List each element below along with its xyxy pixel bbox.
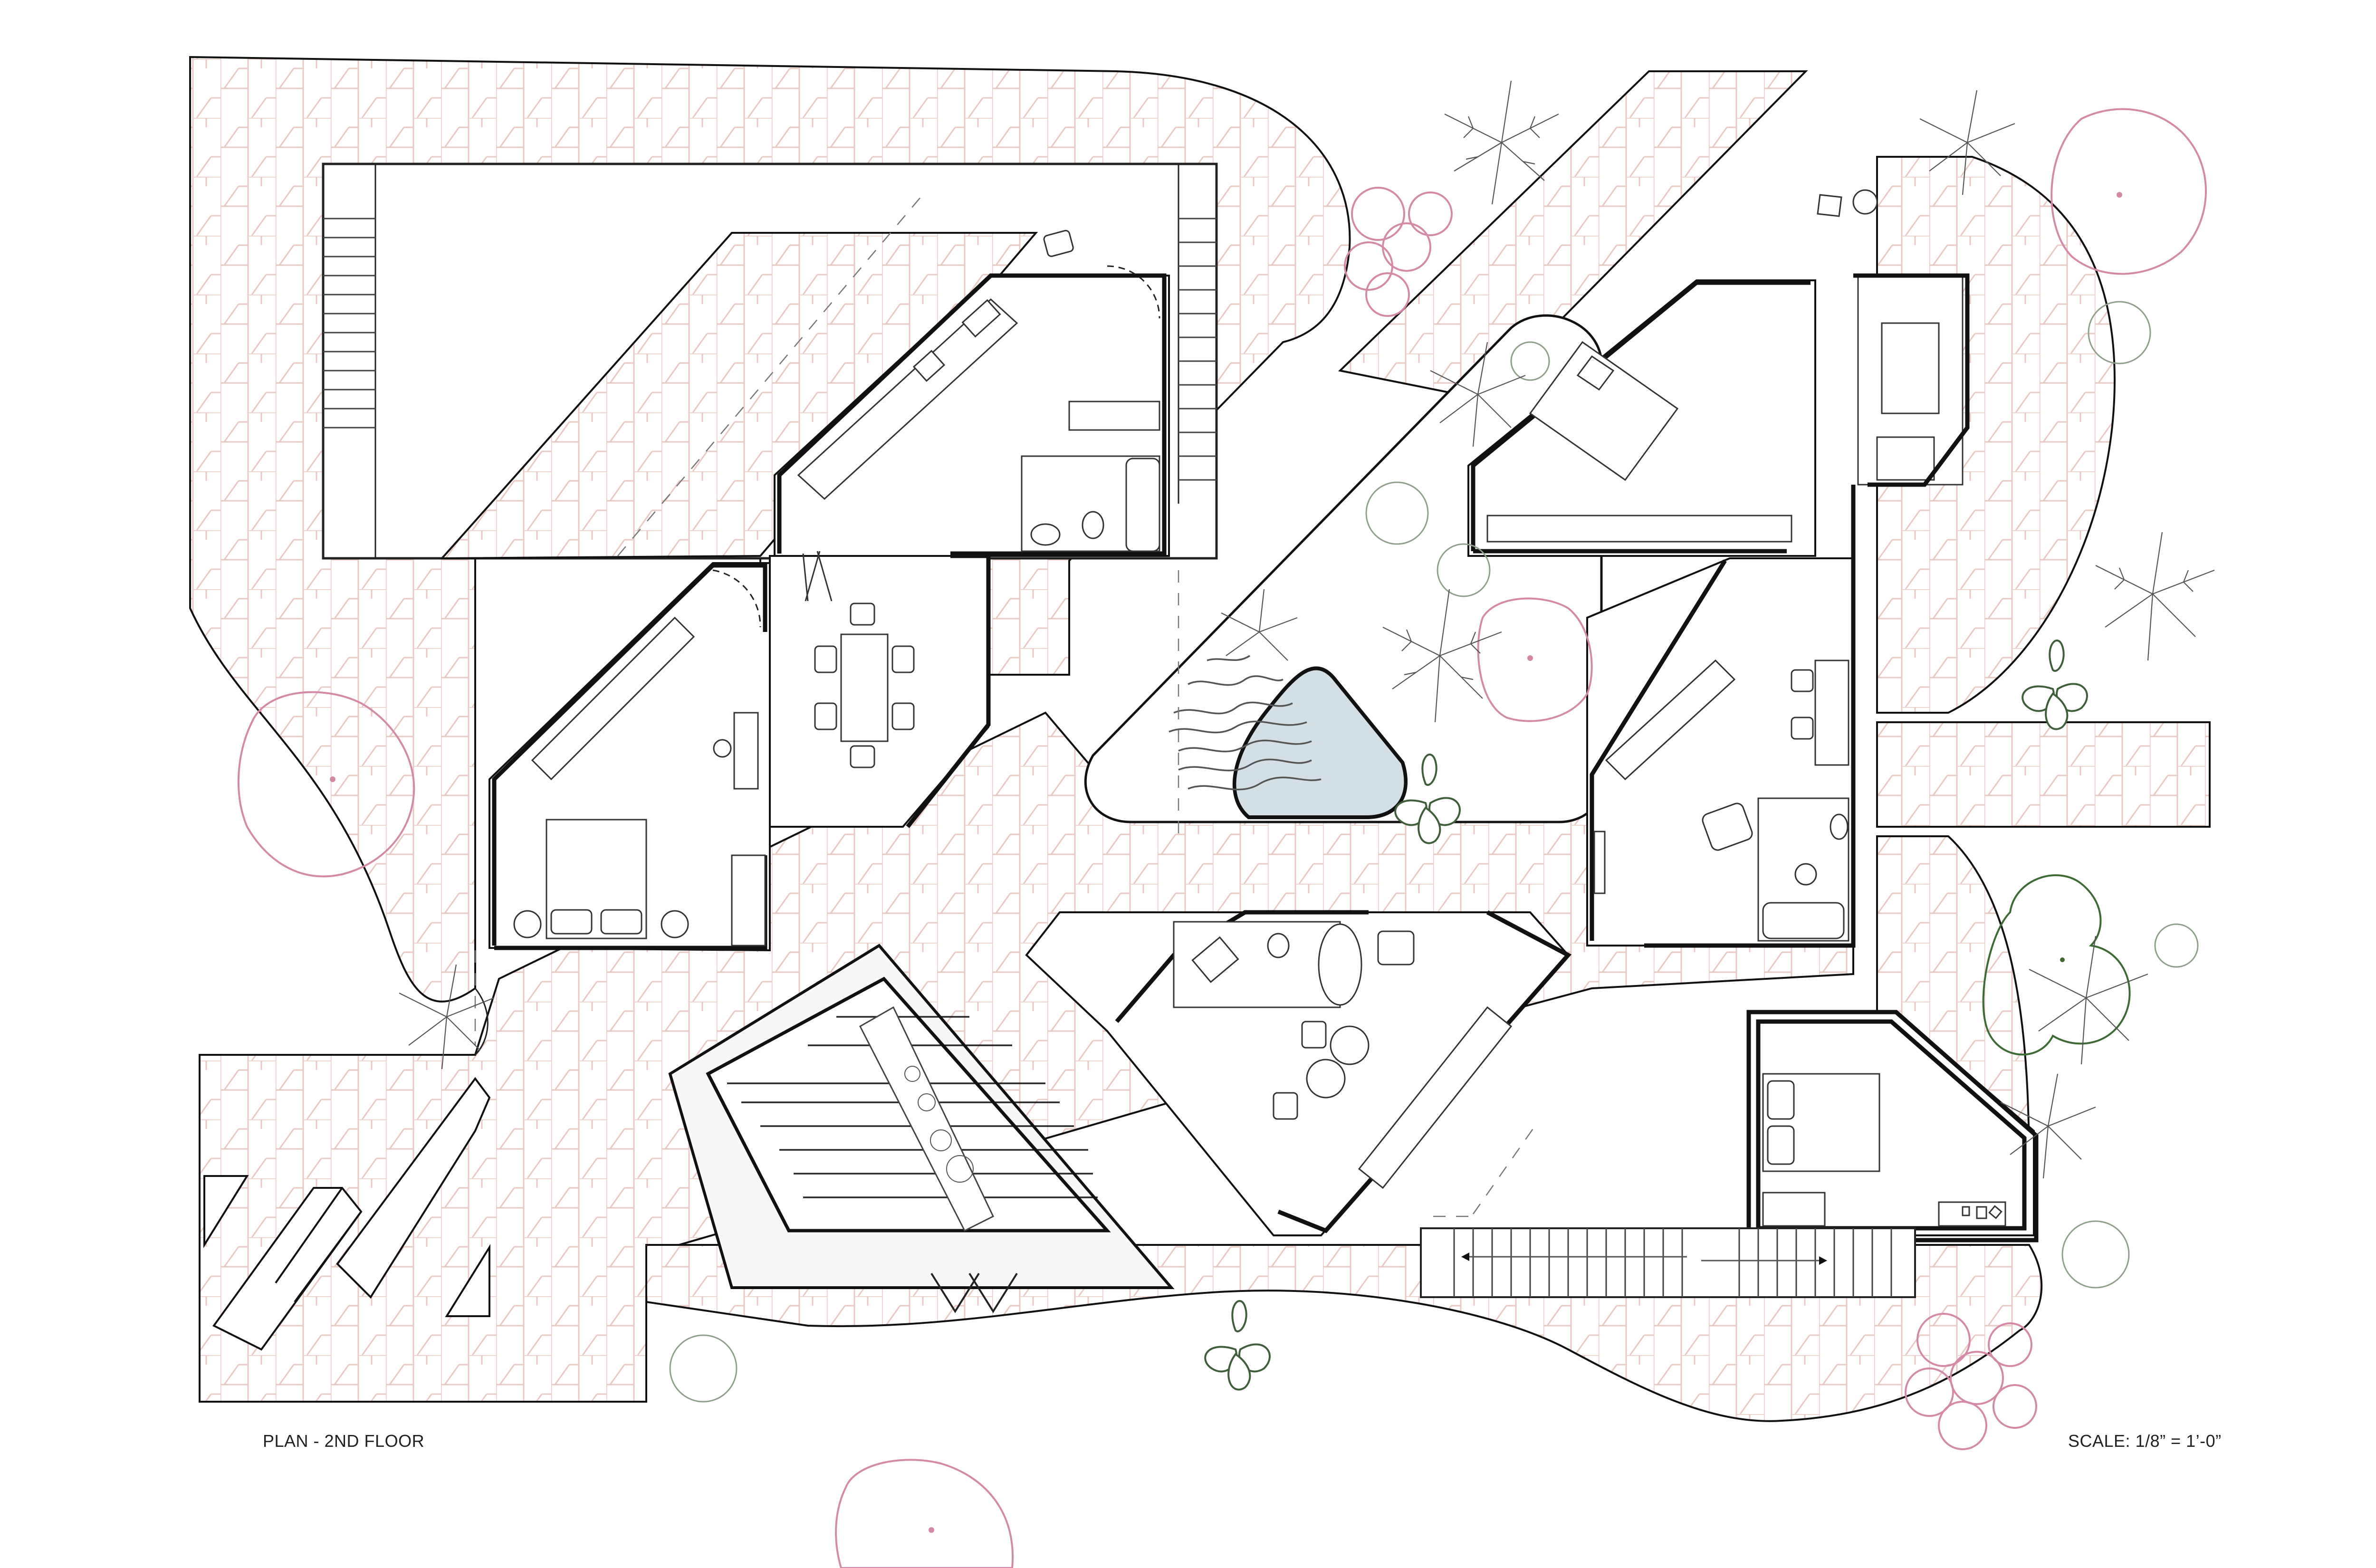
fern-courtyard: [1382, 589, 1502, 723]
kitchen-counter-north: [797, 298, 1018, 500]
bedroom-unit-southeast: [1746, 1010, 2039, 1243]
kitchen-unit-east: [1586, 485, 1856, 948]
leafy-plant-east: [2022, 640, 2088, 730]
cafe-chair-2: [1301, 1021, 1327, 1049]
fern-northeast: [1919, 90, 2015, 195]
desk-ne: [1486, 515, 1792, 543]
stair-south-bidirectional: [1420, 1126, 1916, 1298]
closet-west: [731, 854, 766, 947]
outdoor-benches-southwest: [203, 1077, 491, 1351]
kitchenette-counter-west: [531, 616, 695, 781]
closet-se: [1762, 1192, 1826, 1227]
fern-southeast: [2029, 936, 2148, 1065]
tree-pink-northeast: [2050, 108, 2207, 275]
side-table-ne: [1852, 189, 1878, 215]
side-table-west-2: [661, 910, 689, 938]
oval-tub: [1318, 923, 1362, 1006]
leafy-plant-pool: [1394, 754, 1461, 844]
stair-north-west: [323, 218, 375, 429]
bathtub-east: [1762, 902, 1845, 939]
bedroom-unit-west: [489, 562, 771, 952]
bathroom-east: [1757, 797, 1849, 942]
wall-panel-east: [1593, 831, 1606, 894]
sink: [1030, 523, 1061, 546]
desk-se: [1938, 1201, 2006, 1227]
bedroom-unit-northeast: [1467, 189, 1970, 557]
dining-chair-w1: [814, 645, 837, 673]
leafy-plant-south: [1204, 1300, 1271, 1391]
dining-chair-s: [850, 745, 875, 768]
fern-east: [2095, 532, 2215, 661]
fern-plants: [399, 80, 2215, 1179]
fern-courtyard-west: [1430, 342, 1526, 447]
dining-chair-e2: [891, 702, 915, 730]
toilet: [1082, 511, 1104, 539]
stool-east-2: [1791, 717, 1814, 740]
tree-pink-west: [237, 691, 415, 878]
folding-door: [802, 551, 833, 602]
sink-south: [1191, 936, 1239, 983]
bed-northeast: [1529, 341, 1679, 481]
fern-pool-corner: [1221, 589, 1298, 661]
fern-north: [1444, 80, 1559, 205]
bathroom-south: [1173, 921, 1362, 1008]
tree-grey-east: [669, 301, 2199, 1403]
bed-southeast: [1762, 1073, 1880, 1172]
fern-southwest: [399, 964, 495, 1070]
stool-north: [1043, 229, 1074, 257]
dining-table: [840, 633, 889, 742]
desk-west: [733, 712, 759, 790]
tree-pink-courtyard: [1477, 597, 1593, 722]
kitchen-counter-south: [1358, 1006, 1513, 1189]
tree-pink-north-cluster: [1344, 187, 1453, 317]
dining-chair-n: [850, 602, 875, 626]
garden-path: [859, 1006, 994, 1232]
tree-pink-south-cluster: [1905, 1313, 2037, 1450]
dining-chair-w2: [814, 702, 837, 730]
fern-southeast-lower: [2000, 1073, 2096, 1179]
toilet-east: [1794, 863, 1817, 886]
courtyard-pool: [1084, 314, 1603, 836]
desk-chair-west: [713, 739, 732, 758]
stool-east-1: [1791, 669, 1814, 692]
bath-kitchen-unit-south: [1025, 910, 1572, 1236]
kitchen-bath-unit-north: [774, 229, 1170, 557]
toilet-south: [1267, 933, 1290, 958]
tree-pink-bottom: [835, 1459, 1014, 1568]
tree-grey-north-courtyard: [1365, 341, 1550, 597]
cafe-table-2: [1330, 1025, 1370, 1065]
bed-west: [546, 819, 647, 939]
drawing-title: PLAN - 2ND FLOOR: [263, 1431, 425, 1451]
drawing-scale: SCALE: 1/8” = 1’-0”: [2068, 1431, 2222, 1451]
bar-counter-east: [1814, 660, 1849, 766]
kitchen-counter-east: [1605, 659, 1736, 781]
side-table-west-1: [513, 910, 542, 938]
stool-south-1: [1377, 930, 1415, 966]
cafe-table-1: [1306, 1059, 1346, 1099]
sunken-garden: [668, 944, 1175, 1313]
bathroom-north: [1021, 455, 1160, 552]
pool-contours: [1169, 655, 1322, 791]
dining-chair-e1: [891, 645, 915, 673]
chair-ne: [1817, 194, 1842, 217]
cafe-chair-1: [1273, 1092, 1298, 1120]
bench-north: [1068, 401, 1160, 431]
sink-east: [1830, 813, 1849, 840]
closet-ne: [1857, 275, 1964, 486]
tree-green-east-cluster: [1982, 874, 2131, 1056]
stair-north-east: [1178, 218, 1217, 481]
armchair-east: [1702, 803, 1753, 851]
leafy-plants: [1204, 640, 2088, 1391]
bathtub: [1125, 458, 1160, 552]
dining-area: [769, 551, 991, 828]
